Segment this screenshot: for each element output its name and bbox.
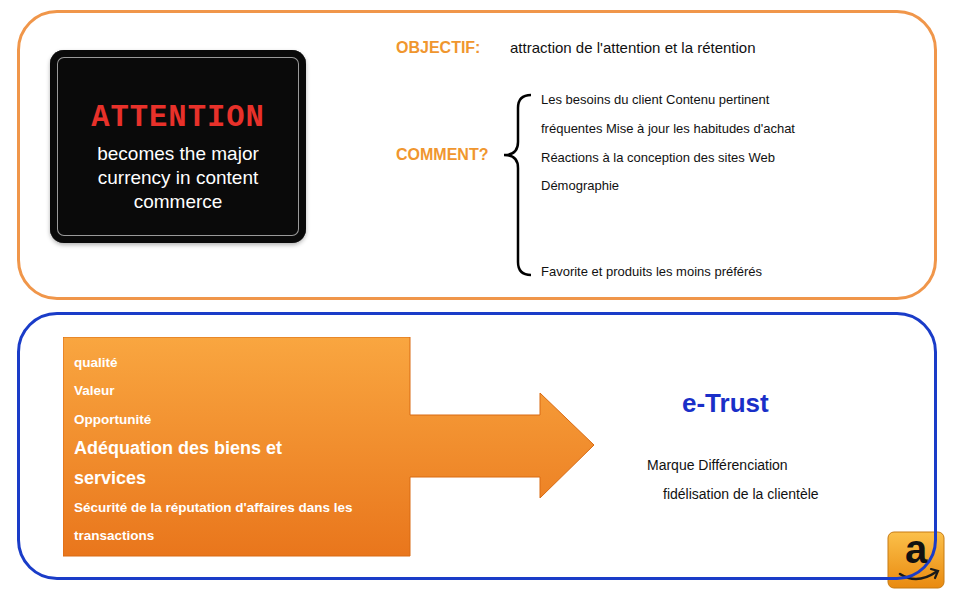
trust-factor: Opportunité (74, 406, 151, 434)
arrow-body (63, 337, 594, 556)
trust-title: e-Trust (682, 387, 769, 419)
method-item: Les besoins du client Contenu pertinent (541, 91, 769, 109)
amazon-smile-head (931, 569, 938, 578)
trust-factor: Valeur (74, 377, 115, 405)
trust-outcome: Marque Différenciation (647, 456, 788, 474)
trust-panel: qualitéValeurOpportunitéAdéquation des b… (17, 312, 937, 580)
attention-image: ATTENTIONbecomes the major currency in c… (50, 50, 306, 243)
content-panel: ATTENTIONbecomes the major currency in c… (17, 10, 937, 300)
curly-brace (504, 95, 531, 275)
method-item: Réactions à la conception des sites Web (541, 149, 775, 167)
trust-factor: qualité (74, 349, 118, 377)
objective-text: attraction de l'attention et la rétentio… (510, 38, 756, 58)
trust-factor: Adéquation des biens et services (74, 433, 344, 493)
method-item: Favorite et produits les moins préférés (541, 263, 762, 281)
trust-factor: Sécurité de la réputation d'affaires dan… (74, 494, 359, 550)
logo-letter: a (888, 527, 944, 571)
image-caption: becomes the major currency in content co… (73, 142, 283, 214)
method-item: fréquentes Mise à jour les habitudes d'a… (541, 120, 795, 138)
objective-heading: OBJECTIF: (396, 38, 480, 58)
trust-outcome: fidélisation de la clientèle (663, 485, 819, 503)
how-heading: COMMENT? (396, 145, 488, 165)
image-headline: ATTENTION (50, 98, 306, 138)
method-item: Démographie (541, 177, 619, 195)
factor-arrow: qualitéValeurOpportunitéAdéquation des b… (63, 337, 595, 557)
